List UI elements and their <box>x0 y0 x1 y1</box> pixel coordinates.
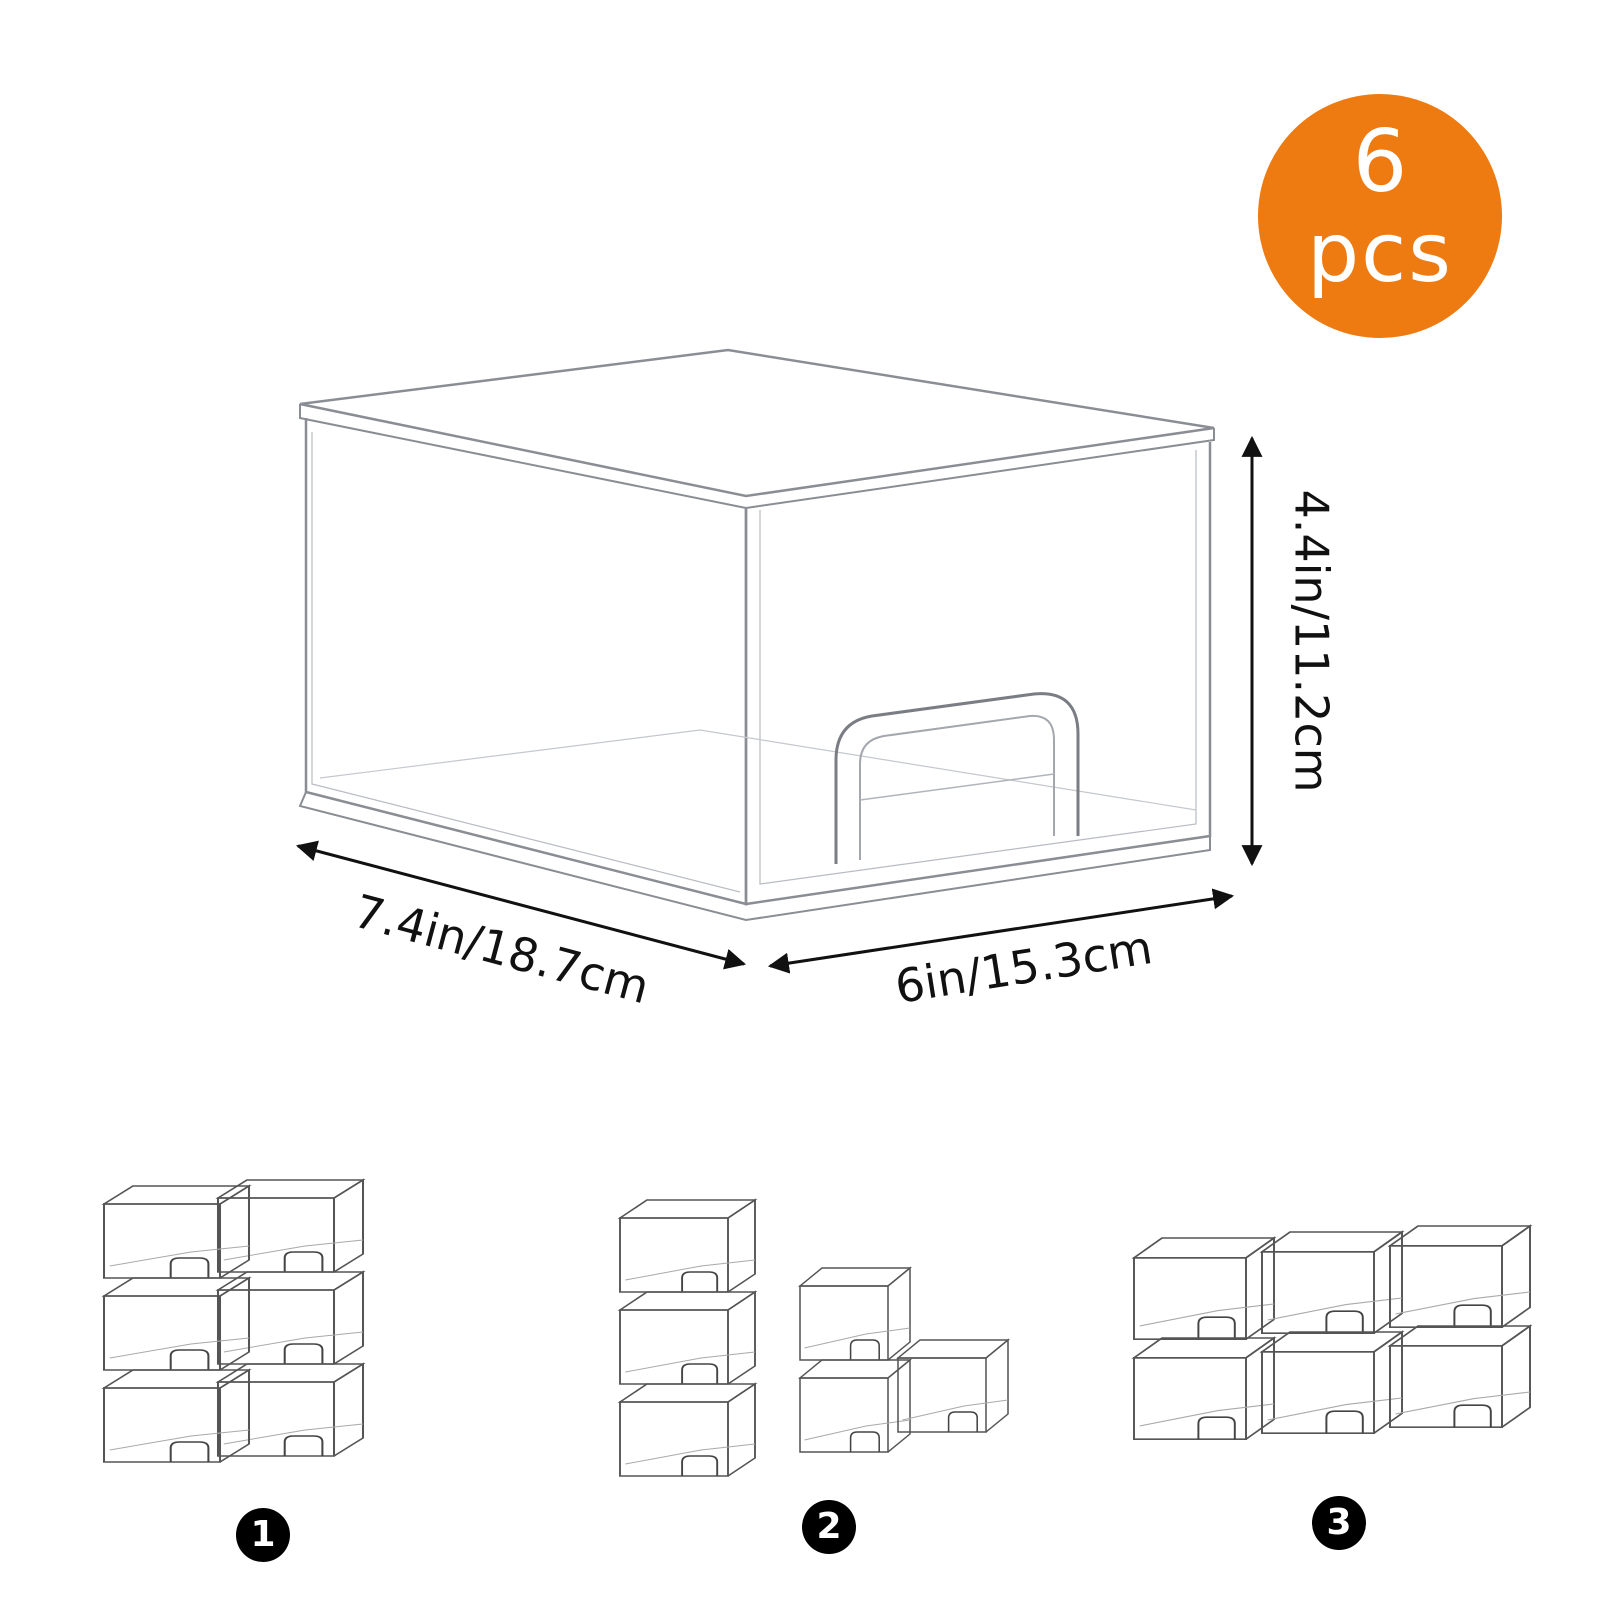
arrangement-number-1: 1 <box>236 1508 290 1562</box>
arrangement-number-2: 2 <box>802 1500 856 1554</box>
badge-unit: pcs <box>1307 206 1453 301</box>
width-arrow <box>767 888 1235 974</box>
quantity-badge: 6 pcs <box>1258 94 1502 338</box>
clear-drawer-image <box>298 348 1215 922</box>
height-label: 4.4in/11.2cm <box>1284 489 1339 793</box>
stack-arrangement-2 <box>619 1199 1009 1477</box>
stack-arrangement-1 <box>102 1178 365 1464</box>
badge-quantity: 6 <box>1352 112 1408 212</box>
depth-arrow <box>295 840 747 970</box>
stack-arrangement-3 <box>1133 1225 1531 1441</box>
arrangement-number-3: 3 <box>1312 1496 1366 1550</box>
